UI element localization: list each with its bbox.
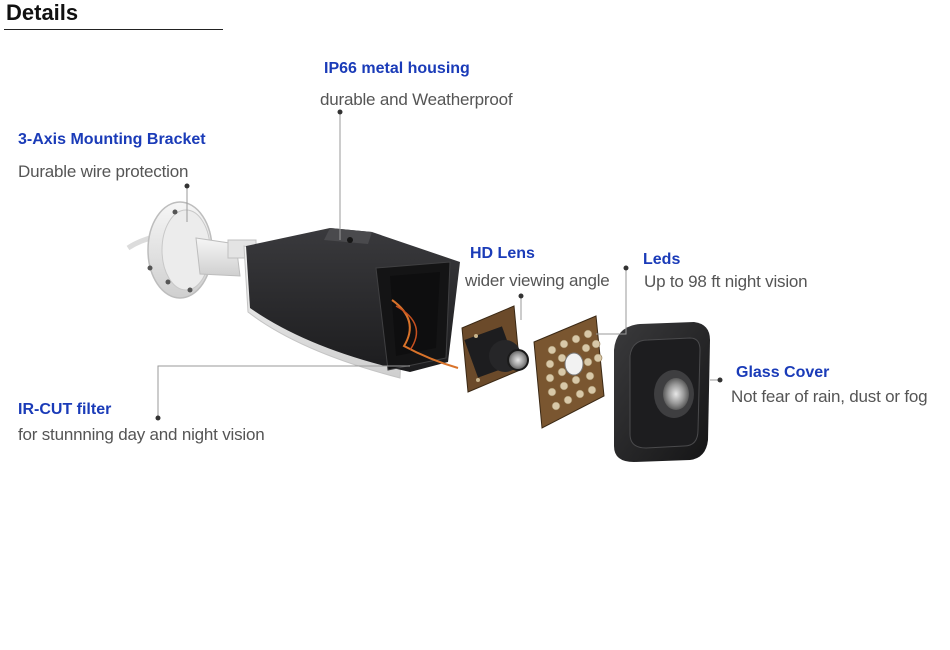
lens-title: HD Lens <box>470 245 535 262</box>
mounting-bracket <box>147 201 257 299</box>
bracket-title: 3-Axis Mounting Bracket <box>18 131 206 148</box>
leader-dots <box>155 109 723 421</box>
bracket-desc: Durable wire protection <box>18 162 189 181</box>
glass-desc: Not fear of rain, dust or fog <box>731 387 928 406</box>
ircut-desc: for stunnning day and night vision <box>18 425 265 444</box>
leds-desc: Up to 98 ft night vision <box>644 272 808 291</box>
title-underline <box>4 29 223 30</box>
metal-housing <box>243 228 460 379</box>
page-title: Details <box>6 0 79 25</box>
ircut-title: IR-CUT filter <box>18 401 112 418</box>
led-board <box>533 315 605 429</box>
glass-cover <box>614 322 710 462</box>
lens-desc: wider viewing angle <box>465 271 610 290</box>
leds-title: Leds <box>643 251 681 268</box>
housing-title: IP66 metal housing <box>324 60 470 77</box>
hd-lens-module <box>461 305 529 393</box>
glass-title: Glass Cover <box>736 364 830 381</box>
housing-desc: durable and Weatherproof <box>320 90 513 109</box>
leader-lines <box>157 112 720 418</box>
